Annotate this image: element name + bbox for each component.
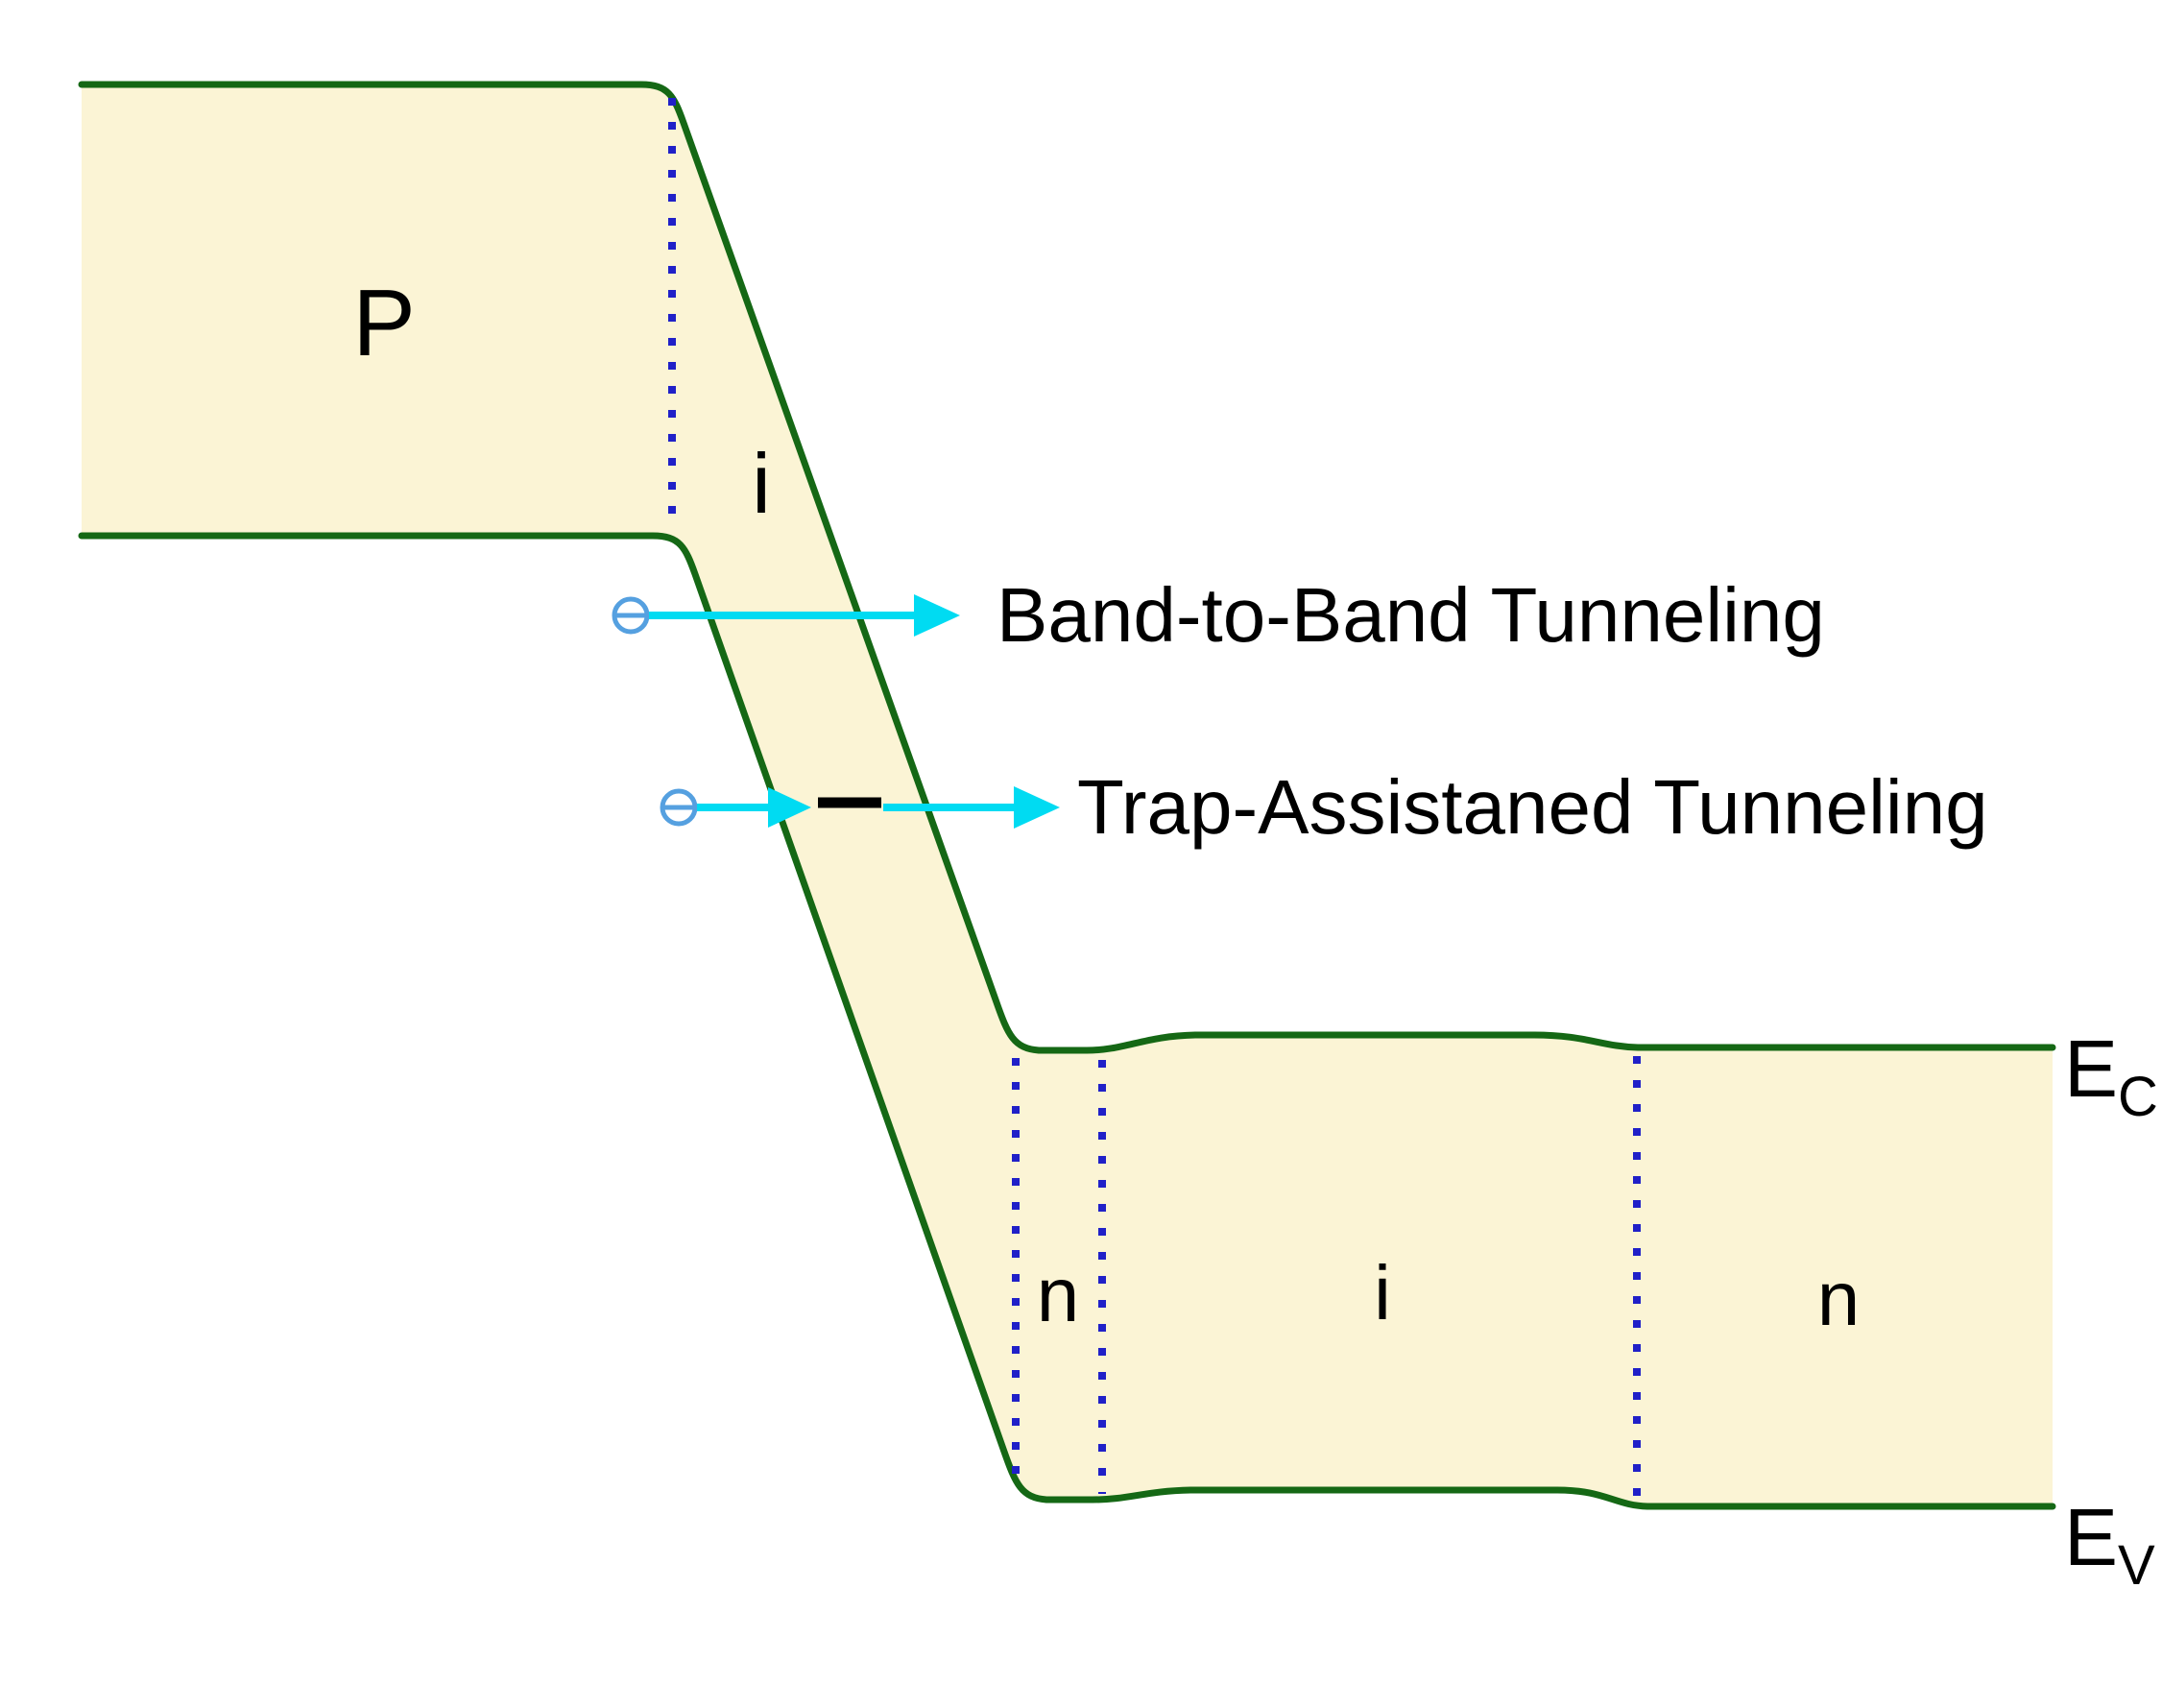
band-to-band-tunneling-arrow xyxy=(612,594,960,637)
arrow-head-icon xyxy=(768,787,811,828)
region-label-n-right: n xyxy=(1817,1256,1861,1341)
region-label-n-left: n xyxy=(1037,1252,1080,1337)
region-label-i-top: i xyxy=(752,436,771,531)
arrow-head-icon xyxy=(914,594,960,637)
band-fill xyxy=(82,84,2053,1506)
electron-marker-icon xyxy=(660,788,698,827)
electron-marker-icon xyxy=(612,596,650,635)
annotation-band-to-band: Band-to-Band Tunneling xyxy=(997,572,1825,658)
valence-band-label: EV xyxy=(2064,1492,2155,1597)
region-label-i-bottom: i xyxy=(1374,1250,1391,1335)
arrow-head-icon xyxy=(1014,786,1060,829)
conduction-band-label: EC xyxy=(2064,1023,2158,1128)
region-label-p: P xyxy=(352,270,415,375)
annotation-trap-assisted: Trap-Assistaned Tunneling xyxy=(1077,764,1988,850)
trap-assisted-tunneling-arrow xyxy=(660,786,1060,829)
conduction-band-edge-line xyxy=(78,81,2056,1054)
valence-band-edge-line xyxy=(78,532,2056,1510)
